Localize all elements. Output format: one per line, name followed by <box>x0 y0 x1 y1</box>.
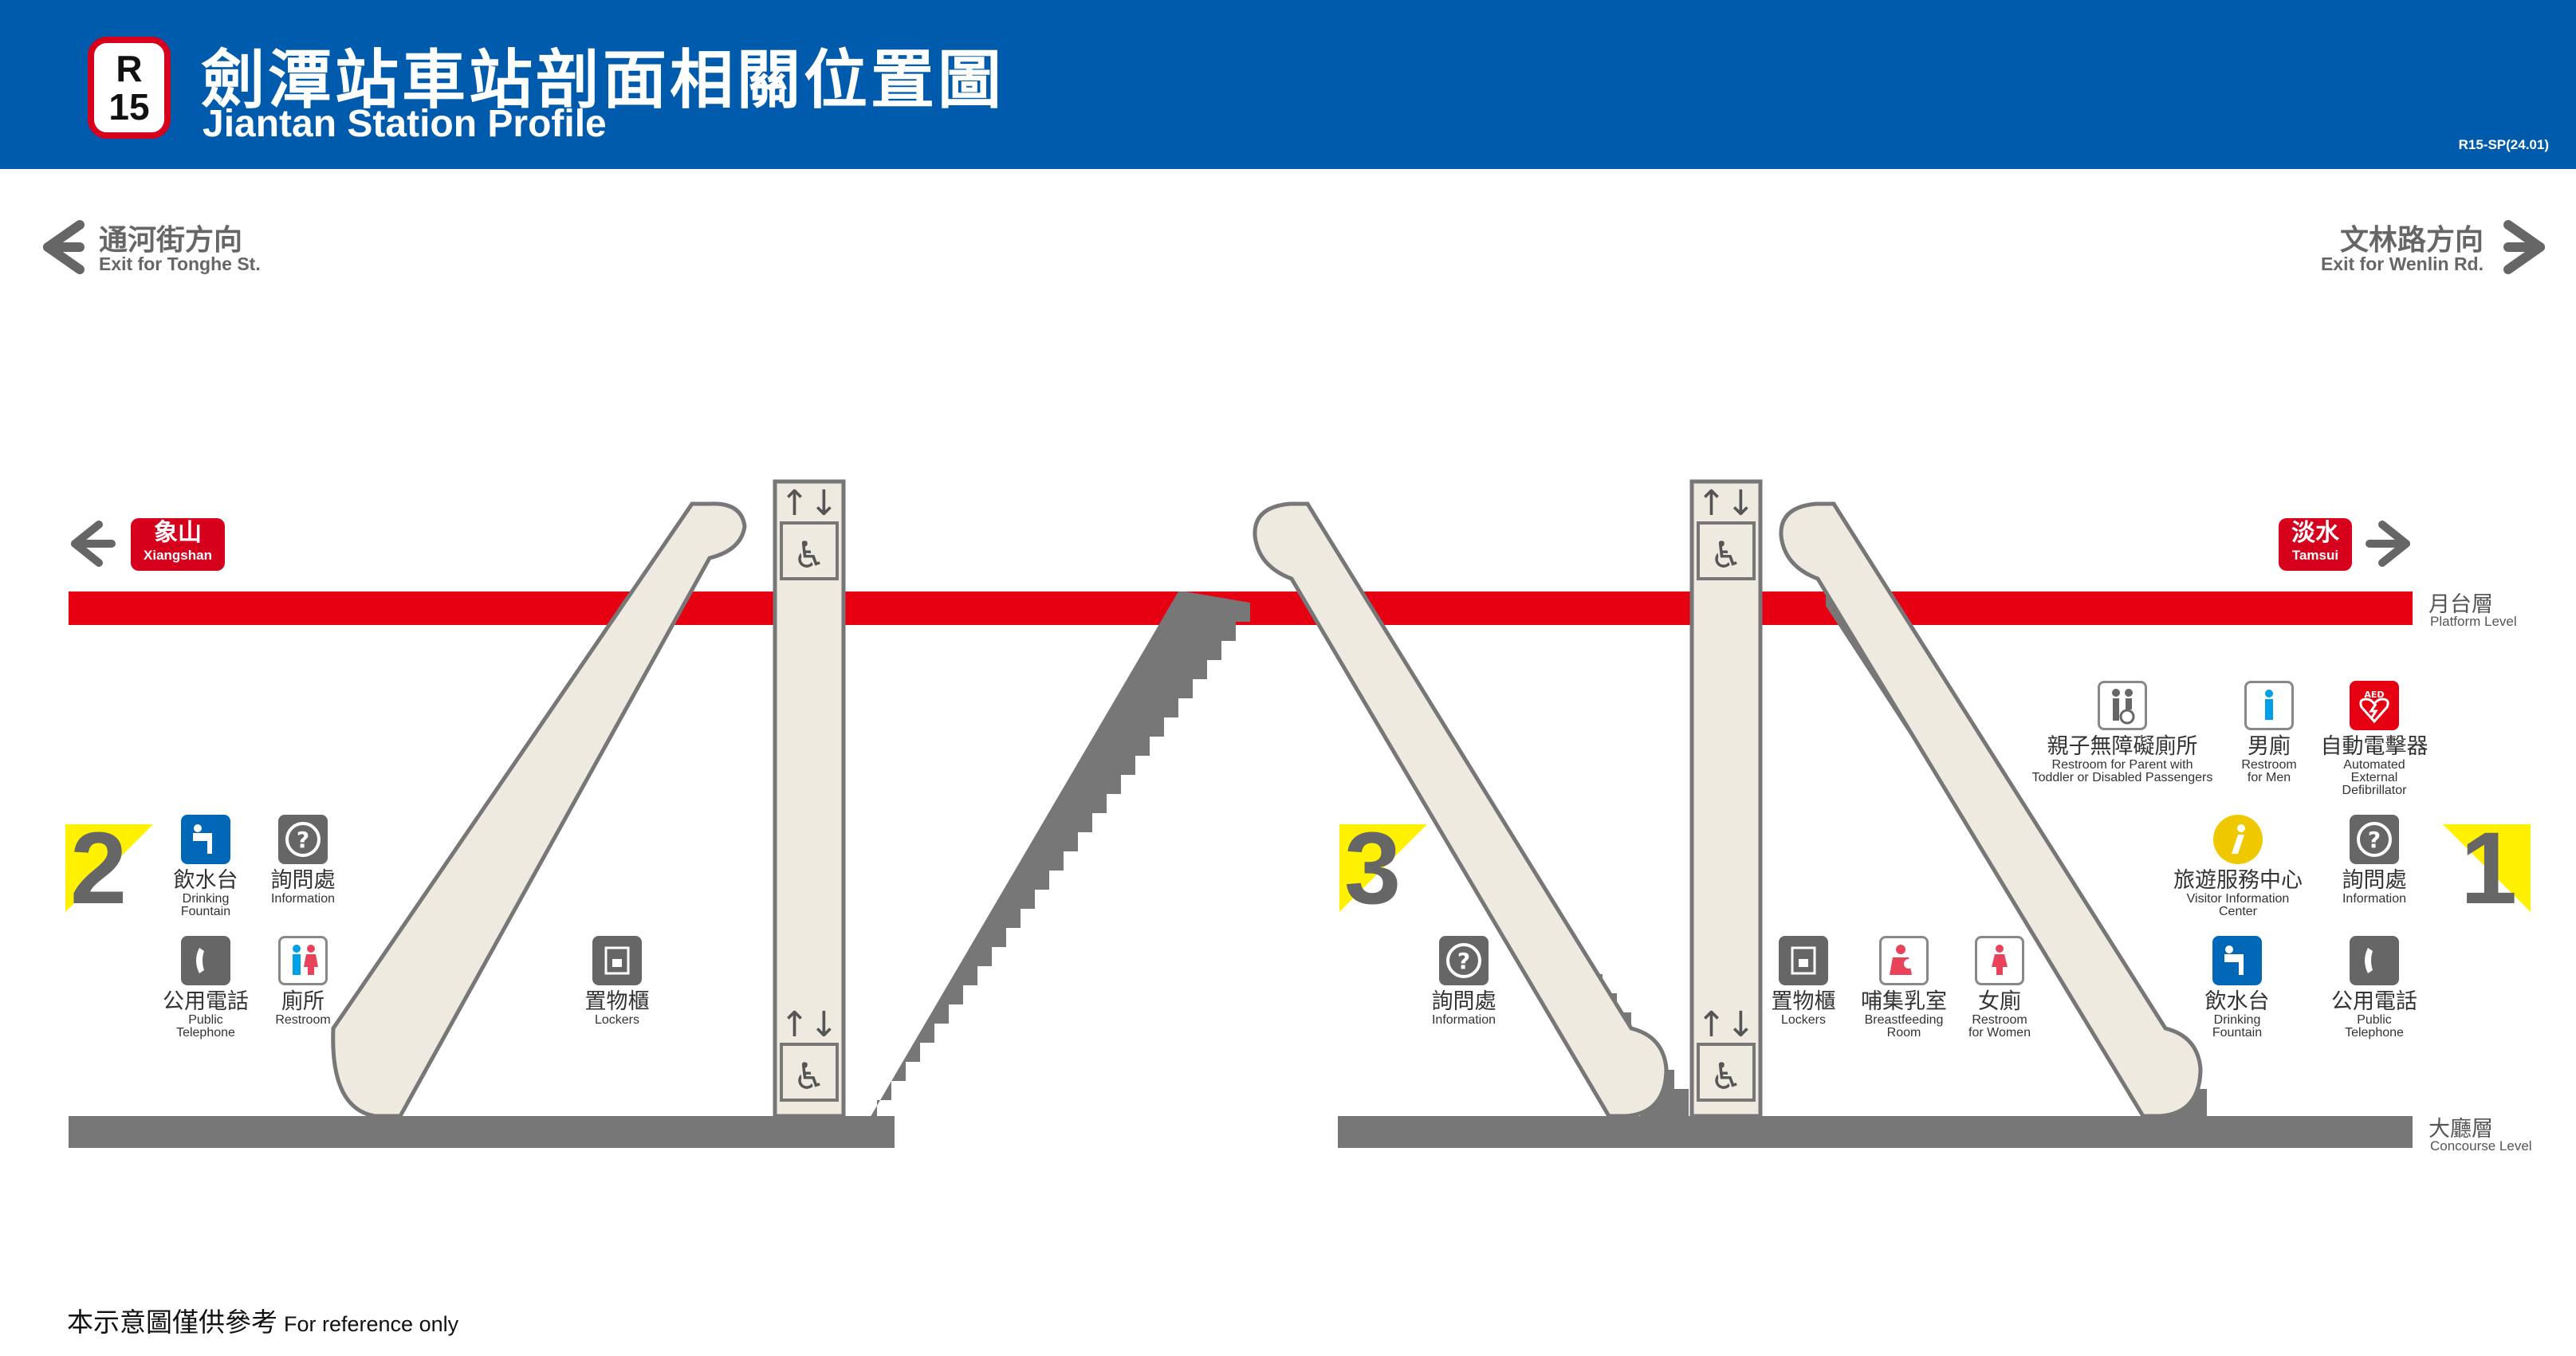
facility-restroom: 廁所 Restroom <box>231 936 375 1027</box>
facility-information: ? 詢問處 Information <box>1392 936 1536 1027</box>
exit-direction-right: 文林路方向 <box>2339 223 2484 256</box>
map-code: R15-SP(24.01) <box>2458 137 2549 152</box>
svg-text:↑↓: ↑↓ <box>780 1004 839 1045</box>
svg-text:?: ? <box>297 827 309 853</box>
exit-direction-left-en: Exit for Tonghe St. <box>99 254 261 274</box>
svg-text:♿: ♿ <box>792 1055 825 1098</box>
header-bar: R 15 劍潭站車站剖面相關位置圖 Jiantan Station Profil… <box>0 0 2576 169</box>
drinking-fountain-icon <box>181 815 230 864</box>
restroom-icon <box>278 936 328 985</box>
facility-restroom-women: 女廁 Restroom for Women <box>1928 936 2071 1040</box>
elevator-icon: ↑↓ ♿ <box>1697 1004 1756 1102</box>
arrow-right-icon <box>2503 220 2545 274</box>
facility-information: ? 詢問處 Information <box>231 815 375 906</box>
line-number: 15 <box>108 86 150 128</box>
svg-text:♿: ♿ <box>792 533 825 576</box>
visitor-information-icon <box>2213 815 2263 864</box>
svg-text:♿: ♿ <box>1709 1055 1742 1098</box>
destination-xiangshan: 象山 Xiangshan <box>131 518 225 571</box>
men-restroom-icon <box>2244 681 2294 730</box>
svg-text:↑↓: ↑↓ <box>780 483 839 524</box>
information-icon: ? <box>2350 815 2399 864</box>
platform-level-label: 月台層 <box>2429 592 2493 616</box>
escalator <box>1779 501 2203 1118</box>
svg-text:AED: AED <box>2364 690 2384 700</box>
elevator-icon: ↑↓ ♿ <box>1697 483 1756 580</box>
destination-tamsui: 淡水 Tamsui <box>2279 518 2352 571</box>
facility-drinking-fountain: 飲水台 Drinking Fountain <box>134 815 277 918</box>
facility-lockers: 置物櫃 Lockers <box>1732 936 1875 1027</box>
telephone-icon <box>181 936 230 985</box>
exit-3-badge: 3 <box>1339 818 1427 920</box>
exit-direction-left: 通河街方向 <box>99 223 243 256</box>
svg-text:↑↓: ↑↓ <box>1697 1004 1756 1045</box>
elevator-icon: ↑↓ ♿ <box>780 483 839 580</box>
facility-aed: AED 自動電擊器 Automated External Defibrillat… <box>2303 681 2446 797</box>
exit-1-badge: 1 <box>2443 818 2531 920</box>
concourse-level-bar <box>1338 1116 2413 1148</box>
exit-direction-right-en: Exit for Wenlin Rd. <box>2320 254 2484 274</box>
facility-drinking-fountain: 飲水台 Drinking Fountain <box>2165 936 2309 1040</box>
page-subtitle: Jiantan Station Profile <box>203 103 607 145</box>
facility-public-telephone: 公用電話 Public Telephone <box>134 936 277 1040</box>
arrow-left-icon <box>71 521 116 567</box>
platform-level-label-en: Platform Level <box>2430 614 2517 629</box>
family-restroom-icon <box>2098 681 2147 730</box>
locker-icon <box>592 936 642 985</box>
arrow-left-icon <box>43 220 85 274</box>
concourse-level-label-en: Concourse Level <box>2430 1138 2532 1154</box>
line-letter: R <box>116 48 143 89</box>
svg-text:↑↓: ↑↓ <box>1697 483 1756 524</box>
breastfeeding-icon <box>1879 936 1929 985</box>
elevator-shaft <box>773 479 846 1118</box>
facility-visitor-center: 旅遊服務中心 Visitor Information Center <box>2154 815 2322 918</box>
concourse-level-bar <box>69 1116 895 1148</box>
elevator-icon: ↑↓ ♿ <box>780 1004 839 1102</box>
facility-lockers: 置物櫃 Lockers <box>545 936 689 1027</box>
escalator <box>1253 501 1669 1118</box>
arrow-right-icon <box>2366 521 2410 567</box>
facility-family-restroom: 親子無障礙廁所 Restroom for Parent with Toddler… <box>2003 681 2242 784</box>
locker-icon <box>1779 936 1828 985</box>
information-icon: ? <box>278 815 328 864</box>
women-restroom-icon <box>1975 936 2024 985</box>
facility-breastfeeding-room: 哺集乳室 Breastfeeding Room <box>1832 936 1976 1040</box>
telephone-icon <box>2350 936 2399 985</box>
svg-text:?: ? <box>2368 827 2381 853</box>
station-number-badge: R 15 <box>88 37 171 139</box>
svg-text:♿: ♿ <box>1709 533 1742 576</box>
page-title: 劍潭站車站剖面相關位置圖 <box>201 45 1005 116</box>
aed-icon: AED <box>2350 681 2399 730</box>
information-icon: ? <box>1439 936 1489 985</box>
svg-text:?: ? <box>1457 948 1470 974</box>
escalator <box>331 501 747 1118</box>
facility-public-telephone: 公用電話 Public Telephone <box>2303 936 2446 1040</box>
concourse-level-label: 大廳層 <box>2429 1117 2493 1141</box>
exit-2-badge: 2 <box>65 818 153 920</box>
facility-information: ? 詢問處 Information <box>2303 815 2446 906</box>
staircase <box>869 592 1250 1119</box>
facility-restroom-men: 男廁 Restroom for Men <box>2197 681 2341 784</box>
drinking-fountain-icon <box>2212 936 2262 985</box>
